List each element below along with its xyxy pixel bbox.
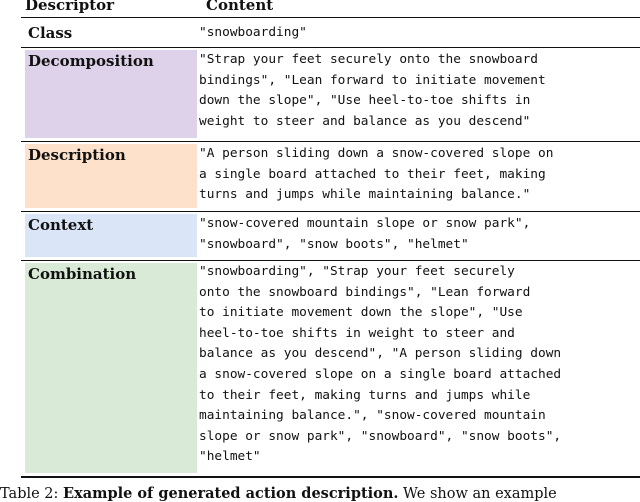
row-label-cell: Class [25,22,197,44]
row-label: Context [28,216,94,234]
caption-title: Example of generated action description. [63,485,399,502]
content-header: Content [206,0,274,14]
row-rule [21,47,640,48]
content-line: weight to steer and balance as you desce… [199,113,531,129]
content-line: to their feet, making turns and jumps wh… [199,387,531,403]
caption-prefix: Table 2: [0,486,64,502]
content-line: maintaining balance.", "snow-covered mou… [199,408,546,424]
header-rule [21,17,640,19]
row-label: Decomposition [28,52,154,70]
descriptor-header: Descriptor [25,0,115,14]
content-line: to initiate movement down the slope", "U… [199,305,523,321]
table-header: Descriptor Content [21,0,640,18]
caption-text: We show an example [398,486,557,502]
content-line: down the slope", "Use heel-to-toe shifts… [199,93,531,109]
row-content: "snowboarding", "Strap your feet securel… [199,262,639,468]
row-label: Description [28,146,126,164]
row-label-cell: Combination [25,263,197,473]
content-line: "Strap your feet securely onto the snowb… [199,52,538,67]
row-rule [21,211,640,212]
row-content: "A person sliding down a snow-covered sl… [199,144,639,206]
table-row: Context "snow-covered mountain slope or s… [21,212,640,259]
table-row: Description "A person sliding down a snow… [21,142,640,210]
table-row: Combination "snowboarding", "Strap your f… [21,261,640,475]
content-line: onto the snowboard bindings", "Lean forw… [199,284,531,300]
content-line: "helmet" [199,449,261,465]
row-rule [21,141,640,142]
row-content: "snowboarding" [199,23,639,44]
content-line: a snow-covered slope on a single board a… [199,366,562,382]
table-row: Decomposition "Strap your feet securely o… [21,48,640,140]
content-line: bindings", "Lean forward to initiate mov… [199,72,546,88]
row-rule [21,260,640,261]
content-line: "snowboard", "snow boots", "helmet" [199,236,469,252]
row-content: "Strap your feet securely onto the snowb… [199,50,639,132]
row-label-cell: Description [25,144,197,208]
content-line: "snow-covered mountain slope or snow par… [199,216,531,231]
content-line: balance as you descend", "A person slidi… [199,346,562,362]
row-content: "snow-covered mountain slope or snow par… [199,214,639,255]
content-line: "A person sliding down a snow-covered sl… [199,146,554,161]
row-label: Class [28,24,73,42]
row-label: Combination [28,265,137,283]
row-label-cell: Decomposition [25,50,197,138]
row-label-cell: Context [25,214,197,257]
content-line: "snowboarding" [199,25,307,40]
table-row: Class "snowboarding" [21,20,640,46]
content-line: "snowboarding", "Strap your feet securel… [199,264,515,279]
content-line: heel-to-toe shifts in weight to steer an… [199,325,515,341]
content-line: slope or snow park", "snowboard", "snow … [199,428,562,444]
table-caption: Table 2: Example of generated action des… [0,485,640,502]
content-line: a single board attached to their feet, m… [199,166,546,182]
bottom-rule [21,476,640,478]
content-line: turns and jumps while maintaining balanc… [199,187,531,203]
description-table: Descriptor Content Class "snowboarding" De… [21,0,640,478]
